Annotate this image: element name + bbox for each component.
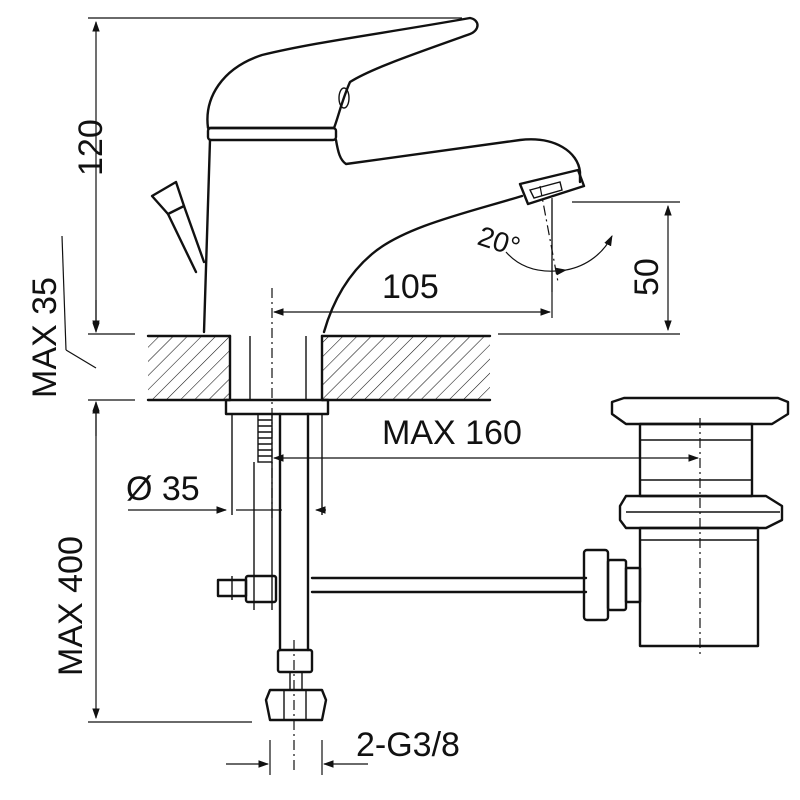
dimension-diameter-35: Ø 35 [126,470,326,514]
dimension-angle-20-label: 20° [474,220,524,263]
mixer-body [150,16,586,334]
popup-waste [582,396,790,648]
dimension-angle-20: 20° [474,198,613,292]
dimension-120: 120 [72,17,462,332]
dimension-50-label: 50 [628,258,666,296]
countertop-section [88,333,680,402]
dimension-diameter-35-label: Ø 35 [126,470,200,508]
dimension-thread: 2-G3/8 [226,726,460,775]
dimension-105-label: 105 [382,268,439,306]
dimension-max-400-label: MAX 400 [52,536,90,676]
dimension-max-160: MAX 160 [272,414,700,462]
dimension-50: 50 [572,201,680,332]
dimension-max-160-label: MAX 160 [382,414,522,452]
dimension-max-35: MAX 35 [26,235,100,436]
dimension-thread-label: 2-G3/8 [356,726,460,764]
dimension-120-label: 120 [72,119,110,176]
centre-lines [271,185,701,770]
dimension-max-400: MAX 400 [52,402,252,723]
below-deck-assembly [216,398,588,722]
dimension-max-35-label: MAX 35 [26,277,64,398]
